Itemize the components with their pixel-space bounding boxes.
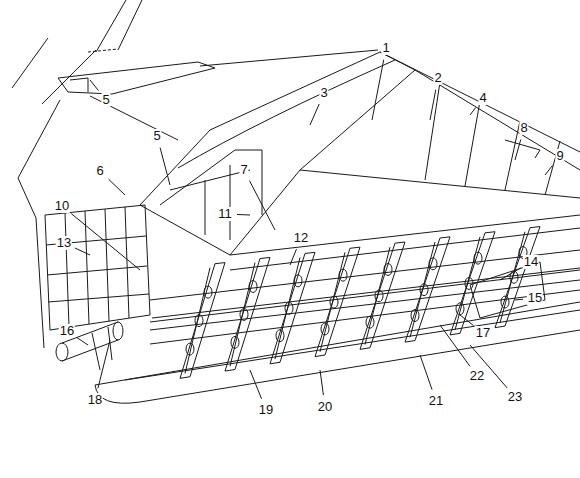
drawing-stroke — [71, 214, 140, 270]
drawing-stroke — [56, 343, 68, 361]
callout-number: 20 — [317, 400, 333, 414]
drawing-stroke — [18, 50, 378, 178]
drawing-stroke — [290, 249, 296, 265]
callout-number: 22 — [469, 369, 485, 383]
drawing-stroke — [150, 250, 580, 300]
callout-number: 13 — [56, 236, 72, 250]
drawing-stroke — [405, 237, 450, 342]
callout-number: 12 — [293, 231, 309, 245]
callout-number: 6 — [95, 164, 104, 178]
fuselage-frame — [18, 178, 150, 348]
callout-number: 1 — [381, 41, 390, 55]
drawing-stroke — [505, 140, 540, 158]
drawing-stroke — [315, 247, 360, 356]
drawing-stroke — [95, 330, 580, 403]
trailing-edge-structure — [300, 52, 580, 198]
drawing-stroke — [18, 178, 44, 348]
drawing-stroke — [88, 49, 118, 52]
drawing-stroke — [425, 82, 560, 195]
drawing-stroke — [515, 140, 521, 160]
aircraft-inset — [12, 0, 215, 104]
callout-number: 5 — [152, 129, 161, 143]
drawing-stroke — [113, 322, 123, 340]
callout-number: 5 — [101, 93, 110, 107]
wing-ribs — [150, 227, 580, 379]
drawing-stroke — [230, 263, 255, 367]
drawing-stroke — [205, 165, 230, 240]
drawing-stroke — [178, 60, 395, 168]
drawing-stroke — [470, 108, 476, 115]
drawing-stroke — [45, 205, 150, 330]
drawing-stroke — [420, 355, 432, 390]
callout-number: 10 — [54, 199, 70, 213]
callout-number: 23 — [507, 390, 523, 404]
drawing-stroke — [440, 325, 470, 366]
drawing-stroke — [46, 236, 149, 302]
landing-gear — [56, 322, 123, 370]
drawing-stroke — [58, 62, 215, 94]
drawing-stroke — [92, 327, 112, 370]
callout-number: 17 — [475, 326, 491, 340]
drawing-stroke — [70, 78, 88, 92]
drawing-stroke — [160, 150, 262, 215]
drawing-stroke — [77, 338, 88, 345]
drawing-stroke — [109, 179, 125, 195]
drawing-stroke — [310, 104, 319, 125]
drawing-stroke — [90, 80, 99, 91]
drawing-stroke — [65, 207, 129, 327]
drawing-stroke — [460, 315, 474, 326]
callout-number: 19 — [258, 403, 274, 417]
upper-skin — [140, 52, 415, 255]
drawing-stroke — [185, 268, 210, 374]
drawing-stroke — [320, 370, 323, 395]
drawing-stroke — [95, 302, 580, 385]
drawing-stroke — [270, 252, 315, 364]
drawing-stroke — [372, 60, 384, 120]
callout-number: 21 — [428, 394, 444, 408]
drawing-stroke — [150, 268, 580, 330]
drawing-stroke — [250, 181, 275, 230]
drawing-stroke — [96, 0, 142, 52]
drawing-stroke — [545, 165, 553, 175]
drawing-stroke — [250, 370, 262, 399]
drawing-stroke — [160, 148, 170, 185]
callout-number: 4 — [478, 91, 487, 105]
drawing-stroke — [275, 257, 300, 359]
callout-number: 9 — [555, 149, 564, 163]
callout-number: 3 — [319, 86, 328, 100]
drawing-stroke — [430, 90, 436, 120]
drawing-stroke — [320, 252, 345, 352]
drawing-stroke — [12, 38, 96, 104]
drawing-stroke — [98, 340, 110, 388]
leader-lines — [71, 60, 552, 399]
drawing-stroke — [300, 52, 580, 198]
drawing-stroke — [515, 299, 523, 301]
drawing-stroke — [237, 214, 250, 216]
callout-number: 15 — [527, 291, 543, 305]
drawing-stroke — [500, 268, 521, 280]
drawing-stroke — [125, 310, 580, 380]
callout-number: 2 — [433, 71, 442, 85]
callout-number: 7 — [239, 163, 248, 177]
callout-number: 14 — [523, 255, 539, 269]
drawing-stroke — [75, 248, 90, 255]
projection-lines — [18, 50, 378, 178]
callout-number: 8 — [519, 121, 528, 135]
callout-number: 16 — [59, 324, 75, 338]
callout-number: 11 — [217, 207, 233, 221]
drawing-stroke — [180, 263, 225, 379]
drawing-stroke — [140, 52, 415, 255]
drawing-stroke — [225, 257, 270, 371]
callout-number: 18 — [87, 393, 103, 407]
drawing-stroke — [150, 290, 580, 344]
drawing-stroke — [150, 270, 580, 322]
